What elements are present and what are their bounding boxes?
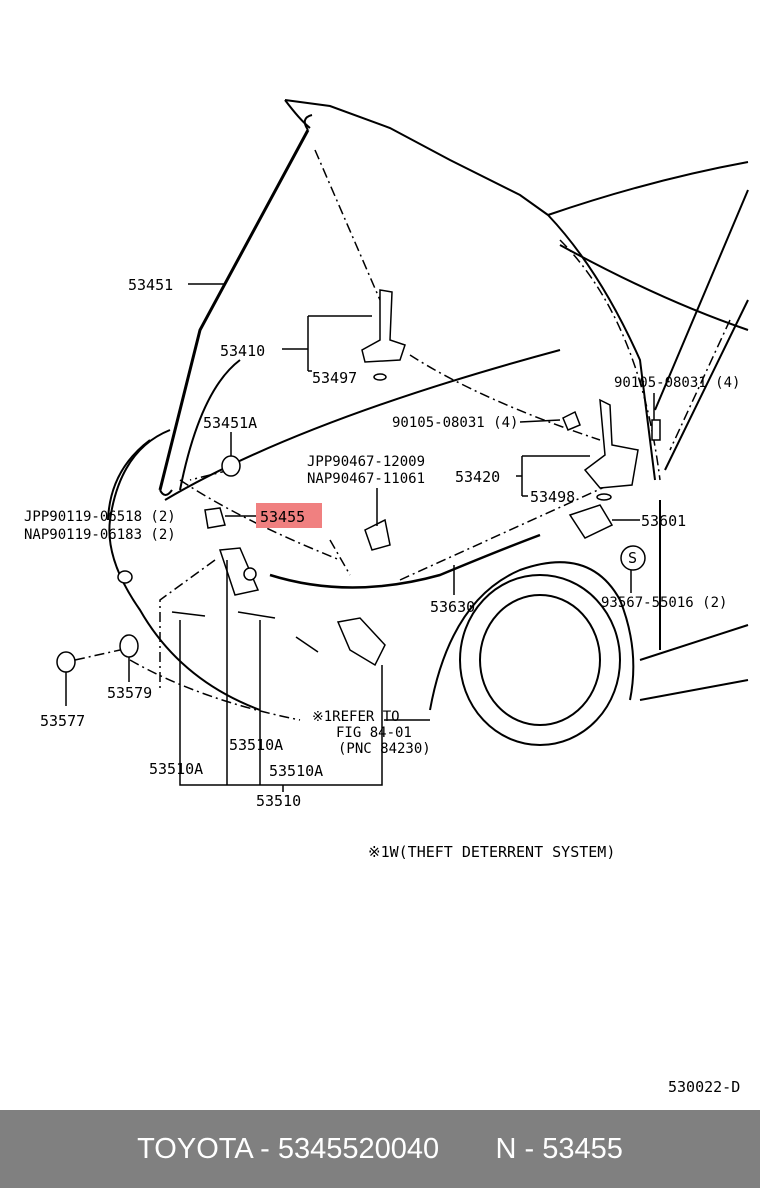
label-bolt-left[interactable]: 90105-08031 (4) (392, 415, 518, 431)
label-53630[interactable]: 53630 (430, 598, 475, 616)
label-53420[interactable]: 53420 (455, 468, 500, 486)
label-53451[interactable]: 53451 (128, 276, 173, 294)
theft-note: ※1W(THEFT DETERRENT SYSTEM) (368, 843, 615, 861)
label-53510a-1[interactable]: 53510A (229, 736, 283, 754)
label-53498[interactable]: 53498 (530, 488, 575, 506)
refer-line-1: ※1REFER TO (312, 709, 400, 725)
callouts: 53451 53410 53497 53451A 53455 JPP90119-… (24, 276, 740, 1096)
label-53577[interactable]: 53577 (40, 712, 85, 730)
label-53510a-3[interactable]: 53510A (269, 762, 323, 780)
label-53455[interactable]: 53455 (260, 508, 305, 526)
label-53510[interactable]: 53510 (256, 792, 301, 810)
parts-diagram: 53451 53410 53497 53451A 53455 JPP90119-… (24, 99, 749, 1096)
highlight-box (256, 503, 322, 528)
footer-text: TOYOTA - 5345520040 N - 53455 (137, 1132, 623, 1165)
label-jpp-b[interactable]: JPP90467-12009 (307, 454, 425, 470)
label-jpp-a[interactable]: JPP90119-06518 (2) (24, 509, 176, 525)
label-53579[interactable]: 53579 (107, 684, 152, 702)
label-53601[interactable]: 53601 (641, 512, 686, 530)
label-53451a[interactable]: 53451A (203, 414, 257, 432)
label-93567[interactable]: 93567-55016 (2) (601, 595, 727, 611)
label-nap-a[interactable]: NAP90119-06183 (2) (24, 527, 176, 543)
drawing-id: 530022-D (668, 1078, 740, 1096)
footer-bar: TOYOTA - 5345520040 N - 53455 (0, 1110, 760, 1188)
label-bolt-right[interactable]: 90105-08031 (4) (614, 375, 740, 391)
label-53497[interactable]: 53497 (312, 369, 357, 387)
leader-lines (65, 283, 655, 792)
label-53410[interactable]: 53410 (220, 342, 265, 360)
label-nap-b[interactable]: NAP90467-11061 (307, 471, 425, 487)
hood-outline (107, 99, 749, 746)
label-53510a-2[interactable]: 53510A (149, 760, 203, 778)
part-shapes (56, 289, 661, 673)
s-mark: S (628, 549, 637, 567)
refer-line-3: (PNC 84230) (338, 741, 431, 757)
refer-line-2: FIG 84-01 (336, 725, 412, 741)
